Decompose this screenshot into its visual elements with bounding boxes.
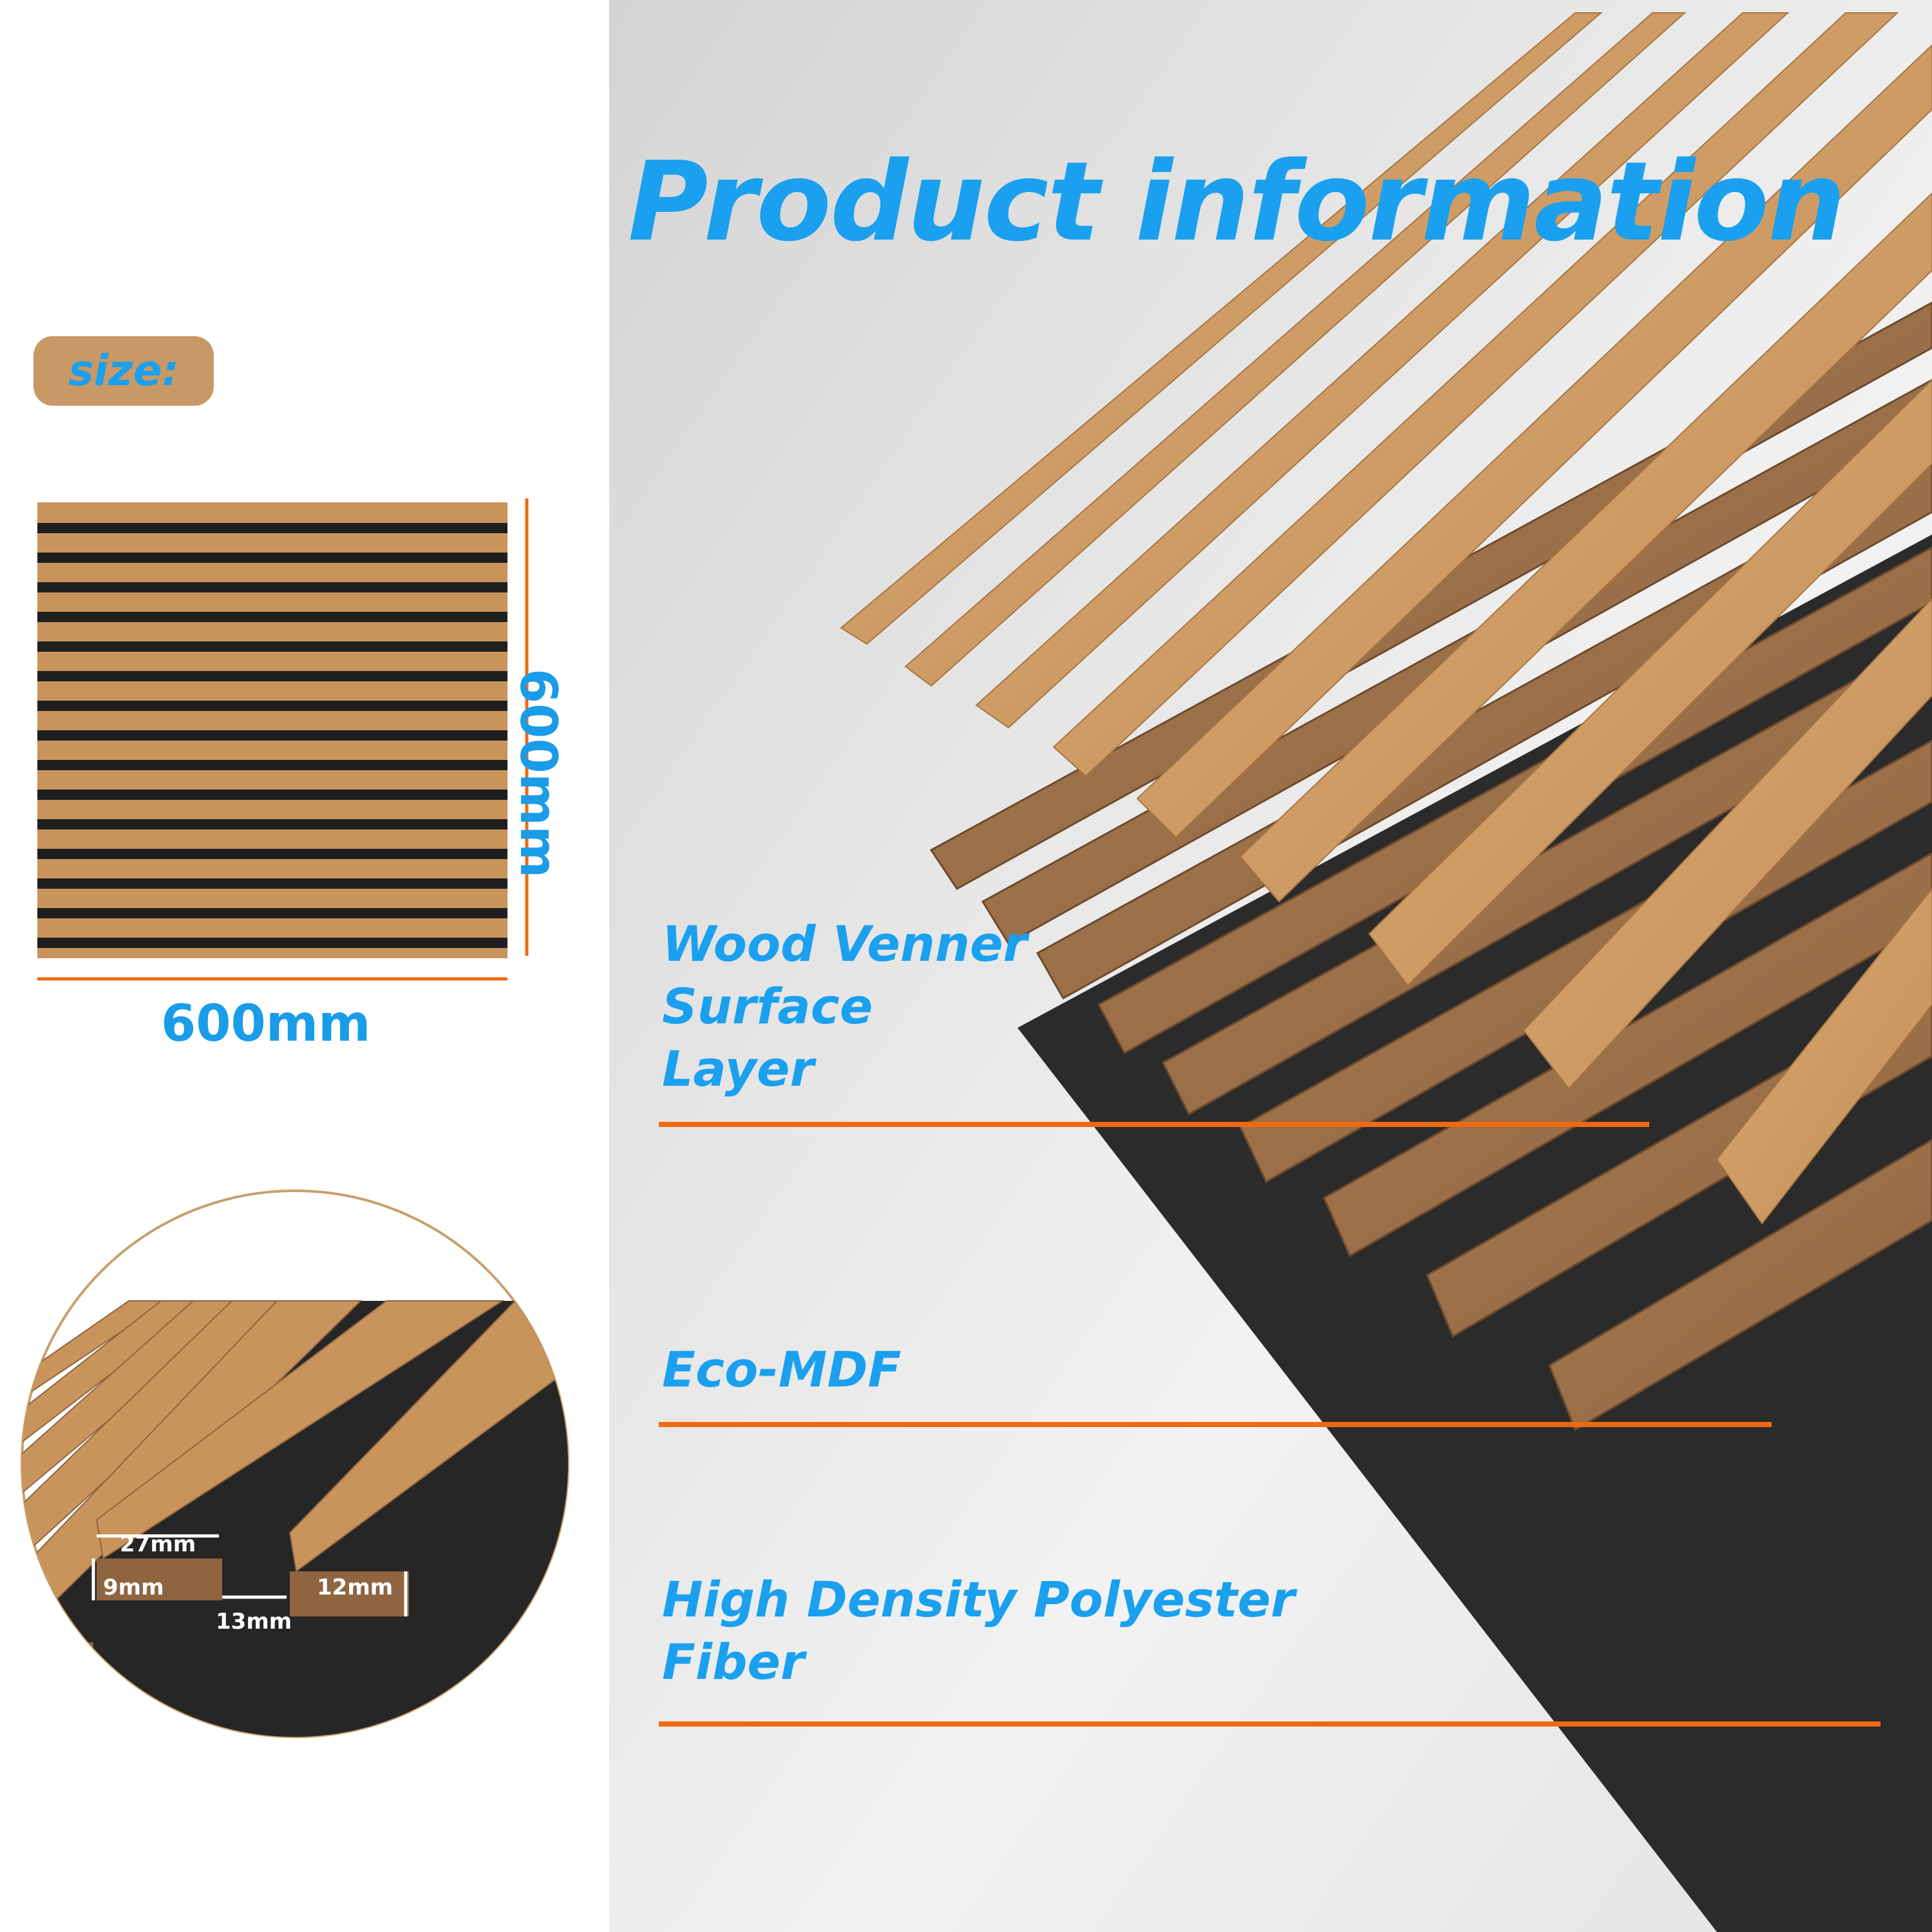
mdf-divider [659, 1422, 1772, 1427]
slat-height-label: 12mm [317, 1575, 393, 1600]
layer-label-veneer: Wood Venner Surface Layer [662, 913, 1027, 1100]
veneer-divider [659, 1122, 1649, 1127]
slat-detail-circle [21, 1189, 569, 1738]
slat-width-label: 27mm [120, 1531, 196, 1557]
fiber-divider [659, 1721, 1880, 1727]
layer-mdf-line-1: Eco-MDF [662, 1341, 902, 1398]
exploded-panel-image [840, 12, 1932, 1932]
gap-label: 13mm [216, 1609, 292, 1634]
size-badge: size: [33, 336, 214, 406]
layer-veneer-line-2: Surface [662, 978, 873, 1035]
panel-width-label: 600mm [161, 995, 371, 1053]
base-thickness-label: 9mm [103, 1575, 164, 1600]
layer-veneer-line-1: Wood Venner [662, 915, 1028, 972]
layer-fiber-line-1: High Density Polyester [662, 1571, 1295, 1628]
layer-illustration [609, 0, 1932, 1932]
panel-height-label: 600mm [509, 668, 567, 878]
layer-fiber-line-2: Fiber [662, 1633, 805, 1690]
page-title: Product information [628, 138, 1846, 266]
layer-veneer-line-3: Layer [662, 1040, 814, 1097]
layer-label-mdf: Eco-MDF [662, 1338, 901, 1401]
felt-gaps [37, 523, 507, 948]
layer-label-fiber: High Density Polyester Fiber [662, 1568, 1295, 1693]
panel-front-view [37, 498, 529, 981]
size-label: size: [68, 346, 179, 395]
